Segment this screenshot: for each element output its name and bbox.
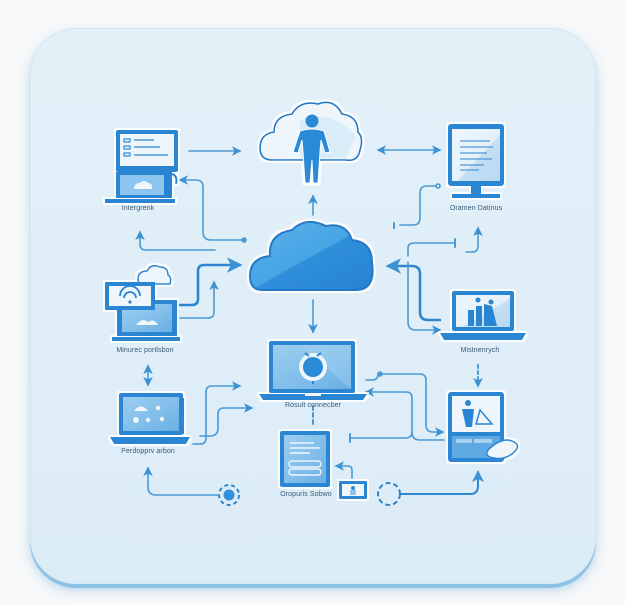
user-cloud-icon[interactable] <box>259 101 363 184</box>
connector-bottomleft-to-center-b <box>199 403 254 437</box>
connector-topleft-to-cloud <box>178 175 245 241</box>
connector-node-to-bottomright <box>399 470 484 495</box>
connector-node-to-bottomleft <box>143 466 219 496</box>
connector-bottomright-to-center <box>364 387 445 441</box>
connector-midleft-to-cloud <box>178 257 243 307</box>
connector-cloud-to-midleft <box>179 280 219 319</box>
node-label-bottom-center: Oropuris Sobwo <box>280 491 332 498</box>
settings-laptop-icon[interactable] <box>259 341 367 400</box>
connectors <box>135 145 484 496</box>
connector-cloud-to-topright-b <box>407 242 456 257</box>
connector-cloud-to-topright-a <box>399 185 437 226</box>
dashboard-laptop-icon[interactable] <box>110 393 190 444</box>
wifi-laptop-icon[interactable] <box>105 264 180 341</box>
node-label-top-left: Intergrenk <box>121 205 155 212</box>
node-label-mid-left: Minurec portlsbon <box>116 347 174 354</box>
cloud-icon[interactable] <box>248 220 374 291</box>
tablet-user-icon[interactable] <box>448 392 519 462</box>
node-label-center-bottom: Rosult connecber <box>284 402 342 409</box>
connector-node-left <box>218 484 240 506</box>
monitor-document-icon[interactable] <box>448 124 504 198</box>
node-label-mid-right: Mistnenrych <box>460 347 500 354</box>
connector-bottomcenter-to-right <box>349 431 413 439</box>
connector-cloud-to-topleft <box>135 230 216 251</box>
node-label-bottom-left: Perdopprv arbon <box>121 448 175 455</box>
node-label-top-right: Oramen Datinus <box>449 205 503 212</box>
connector-bottomleft-to-center <box>192 381 242 445</box>
chart-laptop-icon[interactable] <box>440 291 526 340</box>
connector-midright-to-cloud <box>385 258 442 322</box>
connector-center-to-bottomright <box>365 373 445 437</box>
terminal-kiosk-icon[interactable] <box>105 130 178 203</box>
connector-node-right <box>377 482 401 506</box>
profile-card-icon[interactable] <box>339 481 367 499</box>
connector-cloud-to-midright <box>407 261 442 335</box>
document-server-icon[interactable] <box>280 431 330 487</box>
